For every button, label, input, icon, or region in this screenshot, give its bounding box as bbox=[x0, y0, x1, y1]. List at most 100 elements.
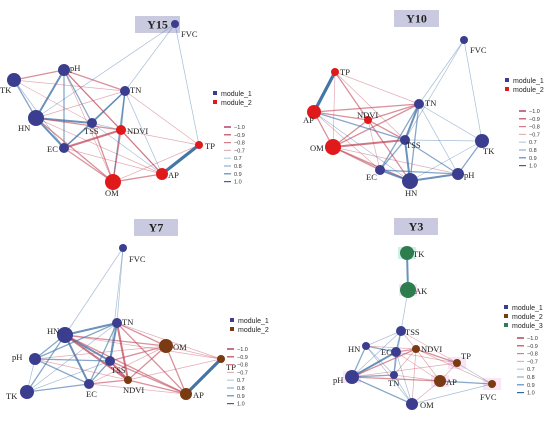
legend-label: module_1 bbox=[513, 78, 544, 85]
node-label-tk: TK bbox=[483, 146, 495, 156]
scale-label: 0.8 bbox=[234, 164, 242, 170]
edge-ph-tn bbox=[63, 69, 126, 92]
edge-tp-ap bbox=[184, 357, 223, 396]
legend-label: module_1 bbox=[512, 305, 543, 312]
edge-tn-ndvi bbox=[116, 322, 129, 381]
edge-tp-ph bbox=[351, 362, 458, 378]
node-label-ec: EC bbox=[86, 389, 97, 399]
node-label-tss: TSS bbox=[111, 365, 126, 375]
node-hn bbox=[28, 110, 44, 126]
edge-ph-tss bbox=[34, 358, 111, 362]
legend-swatch-module-3 bbox=[504, 323, 508, 327]
panel-title: Y10 bbox=[406, 12, 427, 26]
edge-fvc-tk bbox=[463, 39, 483, 142]
edge-tn-ap bbox=[393, 374, 441, 382]
edge-tss-tk bbox=[404, 139, 483, 142]
edge-tn-tp bbox=[124, 90, 200, 146]
node-fvc bbox=[119, 244, 127, 252]
scale-label: −0.7 bbox=[529, 132, 540, 138]
legend-swatch-module-2 bbox=[213, 100, 217, 104]
node-ph bbox=[452, 168, 464, 180]
edge-om-tp bbox=[112, 144, 200, 183]
edge-group bbox=[312, 39, 483, 182]
node-label-tk: TK bbox=[0, 85, 12, 95]
edge-om-ap bbox=[165, 345, 187, 395]
edge-ph-om bbox=[351, 376, 413, 405]
node-label-tss: TSS bbox=[84, 126, 99, 136]
edge-ph-tk bbox=[13, 69, 65, 81]
node-label-om: OM bbox=[420, 400, 434, 410]
scale-label: 0.8 bbox=[237, 386, 245, 392]
edge-ndvi-tn bbox=[393, 348, 417, 376]
node-tk bbox=[475, 134, 489, 148]
edge-ndvi-tss bbox=[367, 119, 406, 141]
legend-swatch-module-2 bbox=[230, 327, 234, 331]
scale-label: −1.0 bbox=[234, 125, 245, 131]
node-label-tk: TK bbox=[6, 391, 18, 401]
node-ec bbox=[375, 165, 385, 175]
node-hn bbox=[362, 342, 370, 350]
node-tn bbox=[120, 86, 130, 96]
legend-label: module_1 bbox=[221, 91, 252, 98]
edge-tss-ap bbox=[91, 122, 163, 175]
edge-tn-ec bbox=[88, 322, 118, 385]
edge-tk-tss bbox=[13, 79, 93, 124]
edge-group bbox=[351, 252, 493, 405]
panel-title: Y3 bbox=[409, 220, 424, 234]
node-ap bbox=[434, 375, 446, 387]
edge-ec-ph bbox=[379, 169, 459, 175]
edge-ap-hn bbox=[313, 111, 411, 182]
scale-label: −0.9 bbox=[529, 117, 540, 123]
node-label-tss: TSS bbox=[406, 140, 421, 150]
node-hn bbox=[57, 327, 73, 343]
edge-tp-ndvi bbox=[334, 71, 369, 121]
edge-ndvi-om bbox=[112, 129, 122, 183]
node-label-ap: AP bbox=[446, 377, 457, 387]
node-label-hn: HN bbox=[348, 344, 360, 354]
legend-label: module_2 bbox=[512, 314, 543, 321]
edge-ph-ndvi bbox=[63, 69, 122, 131]
edge-tp-ap bbox=[160, 143, 201, 176]
node-ak bbox=[400, 282, 416, 298]
edge-ndvi-ap bbox=[120, 129, 163, 175]
scale-label: 0.9 bbox=[529, 156, 537, 162]
edge-hn-ec bbox=[365, 345, 397, 353]
edge-tn-ph bbox=[34, 322, 118, 360]
edge-om-fvc bbox=[411, 383, 493, 405]
node-label-tp: TP bbox=[461, 351, 471, 361]
edge-ap-tss bbox=[313, 111, 406, 141]
edge-tn-ap bbox=[124, 90, 163, 175]
panel-title-box bbox=[134, 219, 178, 236]
edge-tn-tss bbox=[404, 103, 420, 141]
edge-ndvi-ec bbox=[63, 129, 122, 149]
node-ndvi bbox=[124, 376, 132, 384]
edge-ec-ap bbox=[88, 383, 187, 395]
node-label-ec: EC bbox=[47, 144, 58, 154]
edge-hn-ndvi bbox=[35, 117, 122, 131]
scale-label: 0.7 bbox=[527, 367, 535, 373]
edge-ap-om bbox=[411, 380, 441, 405]
legend-swatch-module-1 bbox=[505, 78, 509, 82]
node-label-ph: pH bbox=[12, 352, 22, 362]
edge-om-ndvi bbox=[127, 345, 167, 381]
edge-fvc-tn bbox=[116, 247, 124, 324]
edge-ec-ap bbox=[395, 351, 441, 382]
edge-fvc-tn bbox=[418, 39, 465, 105]
node-tp bbox=[195, 141, 203, 149]
scale-label: −0.7 bbox=[234, 148, 245, 154]
node-ec bbox=[59, 143, 69, 153]
edge-ndvi-ap bbox=[127, 379, 187, 395]
node-ph bbox=[58, 64, 70, 76]
node-label-ph: pH bbox=[70, 63, 80, 73]
edge-tss-tp bbox=[400, 330, 458, 364]
edge-tp-ap bbox=[312, 70, 337, 114]
node-label-tn: TN bbox=[388, 378, 399, 388]
scale-label: 1.0 bbox=[237, 402, 245, 408]
node-om bbox=[105, 174, 121, 190]
scale-label: 0.7 bbox=[529, 140, 537, 146]
legend-swatch-module-1 bbox=[230, 318, 234, 322]
edge-ndvi-tp bbox=[415, 348, 458, 364]
node-label-ph: pH bbox=[333, 375, 343, 385]
node-om bbox=[159, 339, 173, 353]
edge-tn-tk bbox=[418, 103, 483, 142]
